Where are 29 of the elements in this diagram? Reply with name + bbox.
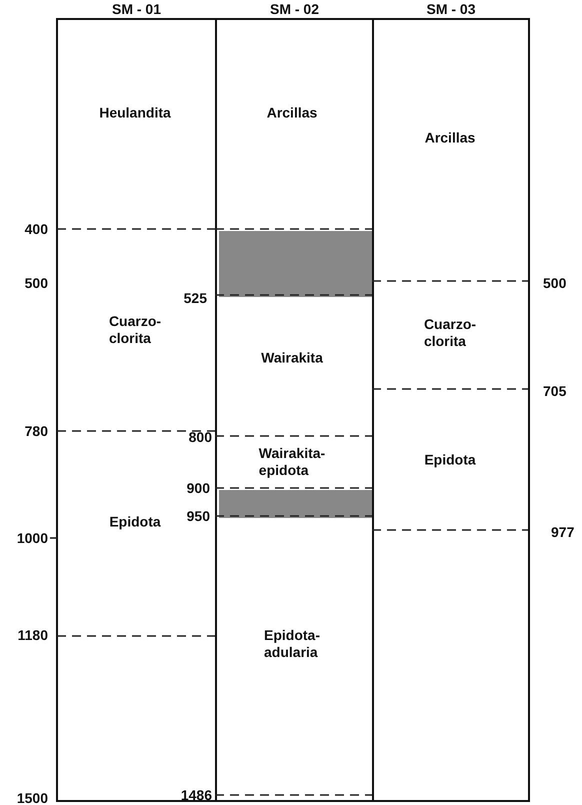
depth-label: 500 <box>24 275 48 291</box>
zone-label: Wairakita-epidota <box>258 445 326 479</box>
depth-label: 1486 <box>180 787 212 803</box>
depth-label: 1000 <box>16 530 48 546</box>
depth-label: 705 <box>543 383 566 399</box>
depth-label: 400 <box>24 221 48 237</box>
column-header: SM - 01 <box>110 1 162 17</box>
zone-label: Epidota <box>109 514 161 530</box>
column-header: SM - 02 <box>268 1 320 17</box>
depth-label: 500 <box>543 275 566 291</box>
depth-label: 900 <box>186 480 210 496</box>
zone-label: Cuarzo-clorita <box>424 316 476 350</box>
depth-label: 950 <box>186 508 210 524</box>
depth-label: 977 <box>551 524 574 540</box>
zone-label: Cuarzo-clorita <box>108 313 162 347</box>
zone-label: Epidota-adularia <box>264 627 320 661</box>
depth-label: 800 <box>188 429 212 445</box>
zone-label: Epidota <box>424 452 476 468</box>
depth-label: 1180 <box>18 627 48 643</box>
column-header: SM - 03 <box>425 1 476 17</box>
depth-label: 1500 <box>16 790 48 805</box>
zone-label: Wairakita <box>261 350 323 366</box>
zone-label: Arcillas <box>424 130 476 146</box>
depth-label: 780 <box>24 423 48 439</box>
zone-label: Arcillas <box>266 104 318 122</box>
shaded-interval <box>219 231 374 297</box>
depth-label: 525 <box>184 290 207 306</box>
zone-label: Heulandita <box>99 104 171 122</box>
shaded-interval <box>219 490 374 518</box>
